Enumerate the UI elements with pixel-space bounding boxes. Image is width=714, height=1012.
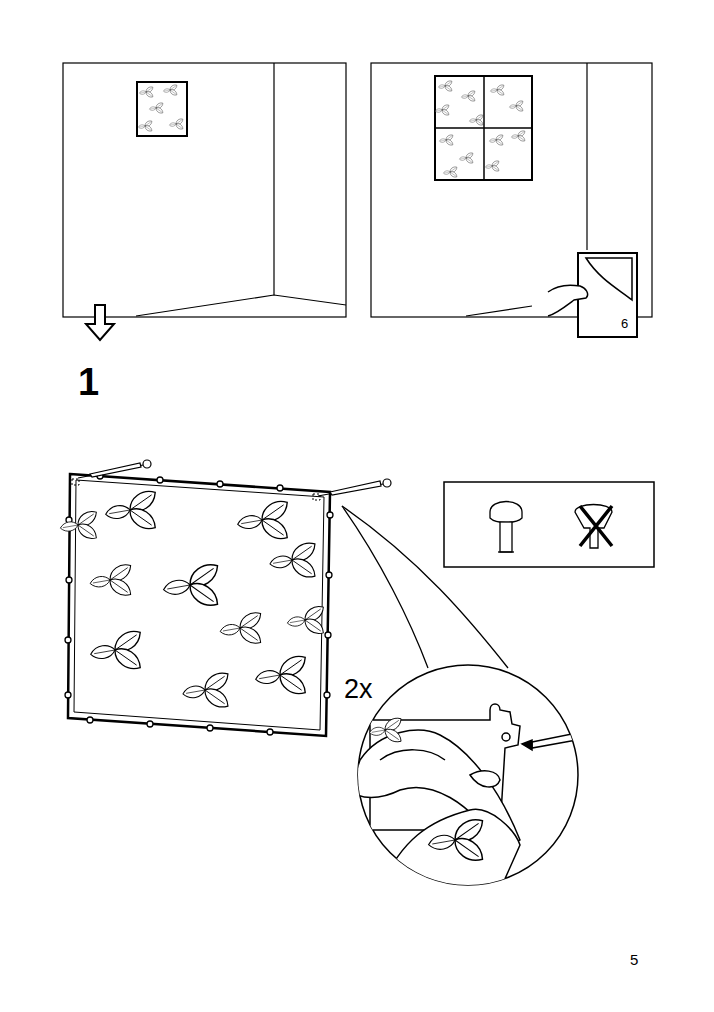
step-number: 1 bbox=[78, 363, 99, 401]
page-number: 5 bbox=[630, 952, 638, 967]
quantity-label: 2x bbox=[344, 676, 373, 703]
page-reference: 6 bbox=[621, 317, 628, 330]
